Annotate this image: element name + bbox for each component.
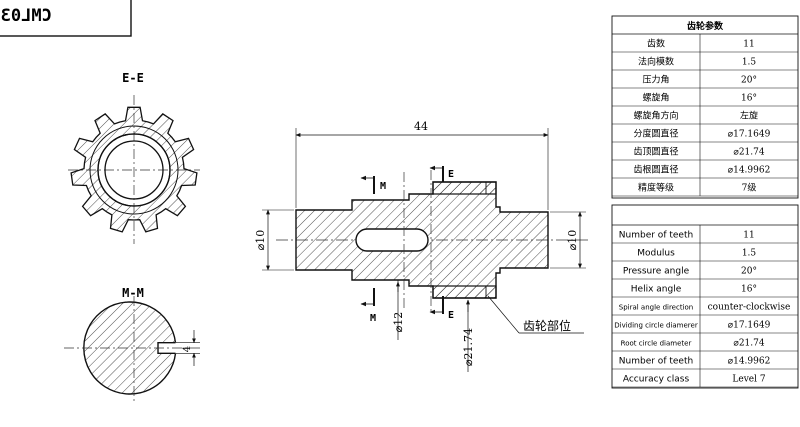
en-param-name: Accuracy class: [623, 375, 690, 385]
e-mark-bottom: E: [448, 310, 454, 321]
zh-param-name: 分度圆直径: [633, 128, 678, 140]
title-block: CML03-G: [0, 0, 132, 37]
section-e-view: E-E: [68, 71, 200, 244]
pitch-circle: [89, 125, 179, 215]
zh-param-name: 精度等级: [638, 182, 674, 194]
zh-param-name: 法向模数: [638, 56, 674, 68]
inner-bore-circle: [104, 140, 164, 200]
zh-param-value: 7级: [742, 182, 757, 194]
zh-param-value: 16°: [741, 94, 757, 104]
middle-dia: ⌀12: [392, 312, 405, 333]
keyway-slot: [355, 228, 429, 252]
en-table-frame: [611, 204, 799, 389]
gear-teeth-bottom: [432, 285, 497, 299]
en-param-name: Pressure angle: [623, 267, 690, 277]
en-param-name: Helix angle: [631, 285, 682, 295]
gear-leader-line: [487, 295, 520, 334]
zh-param-name: 螺旋角: [642, 92, 669, 104]
zh-param-value: 1.5: [742, 58, 757, 68]
shaft-section-fill: [83, 302, 176, 394]
en-param-name: Modulus: [637, 249, 675, 259]
en-param-name: Number of teeth: [619, 231, 693, 241]
bore-circle: [97, 133, 171, 207]
en-param-value: ⌀17.1649: [728, 321, 771, 331]
right-shaft-dia: ⌀10: [566, 230, 579, 251]
zh-param-name: 螺旋角方向: [633, 110, 678, 122]
gear-section-note: 齿轮部位: [523, 318, 571, 333]
drawing-code: CML03-G: [0, 6, 52, 26]
en-param-name: Root circle diameter: [621, 340, 692, 348]
left-shaft-dia: ⌀10: [254, 230, 267, 251]
en-param-value: ⌀14.9962: [728, 357, 771, 367]
key-width-dim: 4: [182, 346, 193, 352]
gear-parameter-tables: 齿轮参数 齿数 11 法向模数 1.5 压力角 20° 螺旋角 16° 螺旋角方向 左旋分度圆直径…: [611, 15, 799, 389]
zh-param-value: ⌀21.74: [733, 148, 764, 158]
zh-param-name: 齿顶圆直径: [633, 146, 678, 158]
title-block-frame: [0, 0, 132, 37]
zh-param-name: 齿根圆直径: [633, 164, 678, 176]
zh-param-value: ⌀14.9962: [728, 166, 771, 176]
en-param-name: Spiral angle direction: [619, 304, 694, 312]
en-param-value: Level 7: [732, 375, 765, 385]
section-m-label: M-M: [122, 286, 144, 300]
section-m-view: M-M 4: [64, 286, 202, 404]
zh-param-name: 压力角: [642, 74, 669, 86]
section-e-label: E-E: [122, 71, 144, 85]
en-param-value: 11: [743, 231, 754, 241]
tip-dia: ⌀21.74: [462, 328, 475, 366]
en-param-value: counter-clockwise: [708, 303, 791, 313]
zh-table-frame: [611, 15, 799, 199]
shaft-main-view: M M E E 44 ⌀10 ⌀10 ⌀12: [254, 120, 590, 372]
zh-param-value: 左旋: [740, 110, 758, 122]
m-mark-bottom: M: [370, 313, 376, 324]
m-mark-top: M: [380, 181, 386, 192]
overall-length-dim: 44: [414, 120, 428, 133]
zh-param-value: 20°: [741, 76, 757, 86]
en-param-value: 16°: [741, 285, 757, 295]
en-param-name: Dividing circle diamerer: [614, 322, 698, 330]
gear-teeth-top: [432, 181, 497, 195]
zh-table-title: 齿轮参数: [687, 20, 724, 32]
e-mark-top: E: [448, 169, 454, 180]
zh-param-value: 11: [743, 40, 754, 50]
en-param-value: ⌀21.74: [733, 339, 764, 349]
en-param-name: Number of teeth: [619, 357, 693, 367]
en-param-value: 1.5: [742, 249, 757, 259]
en-param-value: 20°: [741, 267, 757, 277]
zh-param-value: ⌀17.1649: [728, 130, 771, 140]
zh-param-name: 齿数: [647, 38, 665, 50]
